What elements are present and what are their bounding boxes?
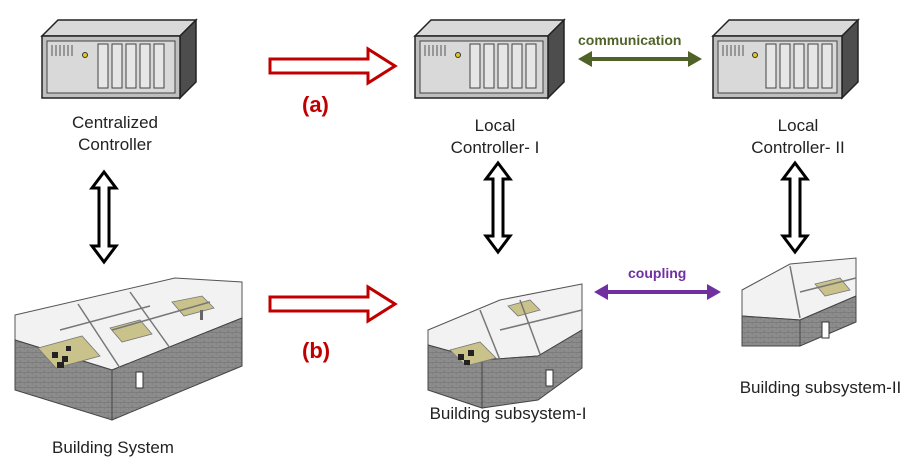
coupling-arrow	[594, 284, 721, 300]
centralized-controller-icon	[40, 18, 198, 100]
building-subsystem-1-icon	[427, 283, 583, 409]
building-subsystem-2-label: Building subsystem-II	[739, 378, 902, 397]
local-controller-2-icon	[711, 18, 860, 100]
building-system-icon	[14, 277, 243, 421]
local-controller-1-label: Local Controller- I	[450, 116, 540, 157]
link-arrow-central	[89, 169, 119, 265]
building-subsystem-2-icon	[741, 257, 857, 347]
label-b: (b)	[302, 338, 331, 363]
centralized-controller-label: Centralized Controller	[72, 113, 158, 154]
communication-label: communication	[578, 32, 682, 48]
transition-arrow-b	[268, 284, 398, 324]
label-a: (a)	[302, 92, 329, 117]
transition-arrow-a	[268, 46, 398, 86]
building-subsystem-1-label: Building subsystem-I	[429, 404, 587, 423]
building-system-label: Building System	[52, 438, 174, 457]
communication-arrow	[578, 51, 702, 67]
local-controller-2-label: Local Controller- II	[751, 116, 845, 157]
link-arrow-local-2	[780, 160, 810, 255]
local-controller-1-icon	[413, 18, 566, 100]
coupling-label: coupling	[628, 265, 687, 281]
link-arrow-local-1	[483, 160, 513, 255]
